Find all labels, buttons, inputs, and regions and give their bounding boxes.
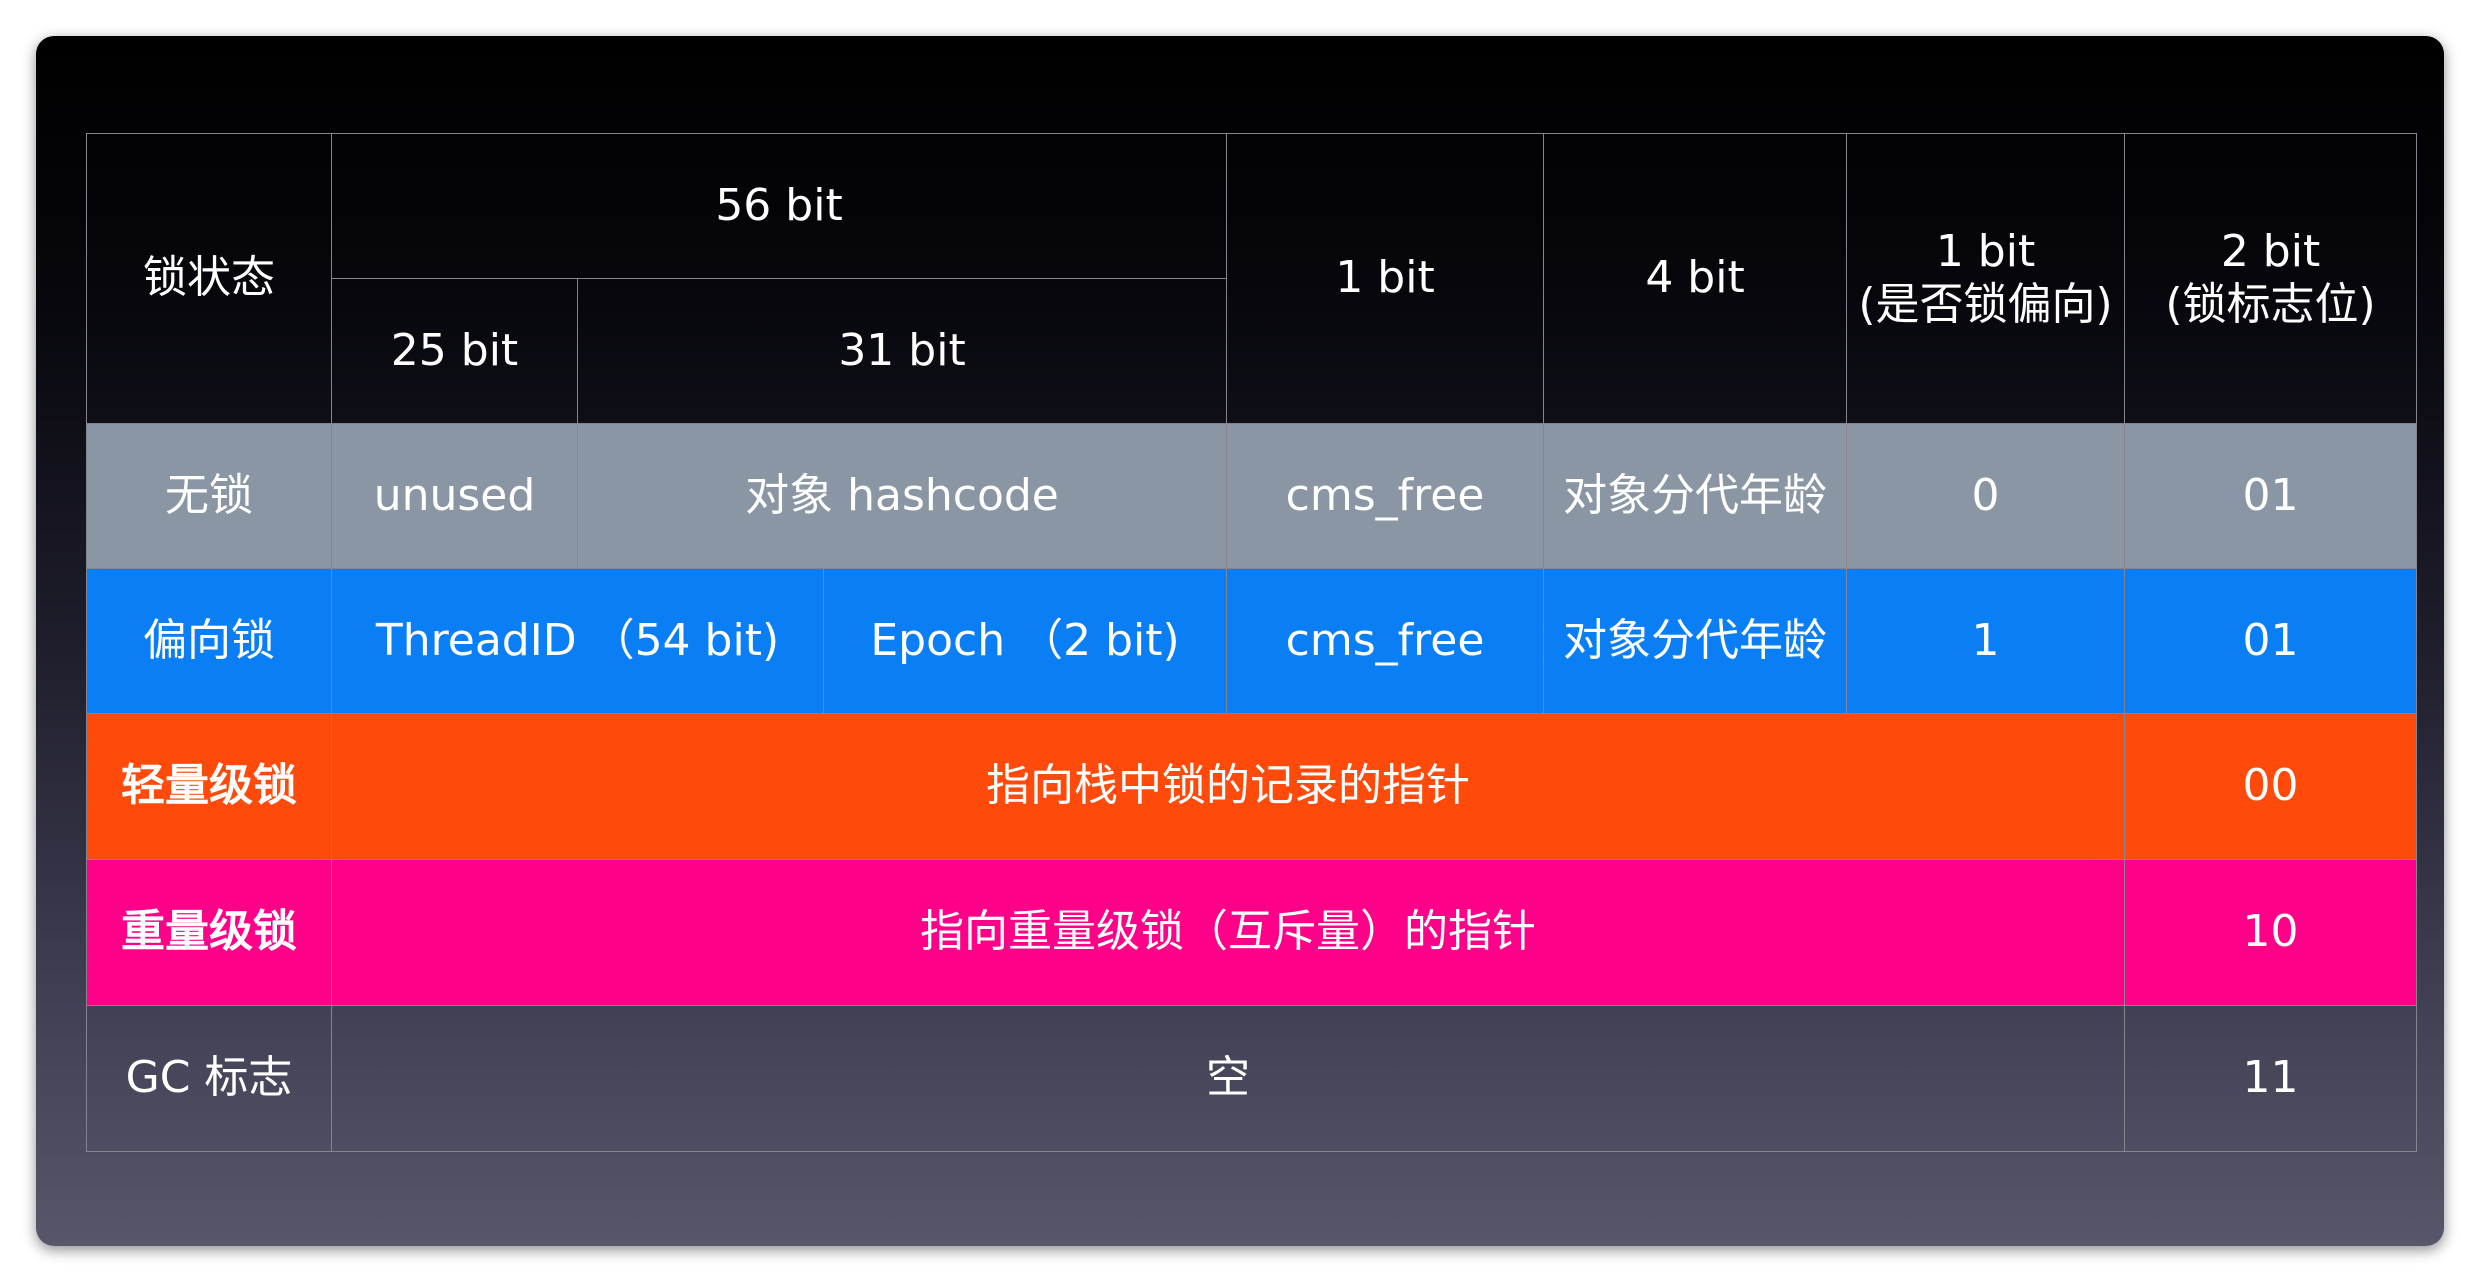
header-lock-state: 锁状态 — [86, 133, 332, 424]
biased-biased-flag: 1 — [1846, 568, 2126, 714]
header-4-bit: 4 bit — [1543, 133, 1848, 424]
unlocked-biased-flag: 0 — [1846, 423, 2126, 569]
gc-state: GC 标志 — [86, 1005, 332, 1152]
row-lightweight: 轻量级锁 指向栈中锁的记录的指针 00 — [86, 713, 2418, 860]
lightweight-content: 指向栈中锁的记录的指针 — [330, 713, 2126, 860]
header-biased-bit: 1 bit — [1935, 225, 2036, 277]
header-row-top: 锁状态 56 bit 1 bit 4 bit 1 bit (是否锁偏向) 2 b… — [86, 133, 2418, 424]
unlocked-hashcode: 对象 hashcode — [576, 423, 1228, 569]
header-biased-flag: 1 bit (是否锁偏向) — [1846, 133, 2126, 424]
header-flag-label: (锁标志位) — [2165, 278, 2376, 330]
unlocked-age: 对象分代年龄 — [1543, 423, 1848, 569]
biased-state: 偏向锁 — [86, 568, 332, 714]
row-unlocked: 无锁 unused 对象 hashcode cms_free 对象分代年龄 0 … — [86, 423, 2418, 569]
lightweight-lock-flag: 00 — [2124, 713, 2418, 860]
heavyweight-lock-flag: 10 — [2124, 859, 2418, 1006]
heavyweight-state: 重量级锁 — [86, 859, 332, 1006]
unlocked-lock-flag: 01 — [2124, 423, 2418, 569]
mark-word-table: 锁状态 56 bit 1 bit 4 bit 1 bit (是否锁偏向) 2 b… — [86, 133, 2418, 1152]
biased-age: 对象分代年龄 — [1543, 568, 1848, 714]
row-heavyweight: 重量级锁 指向重量级锁（互斥量）的指针 10 — [86, 859, 2418, 1006]
biased-thread-id: ThreadID （54 bit) — [331, 568, 824, 714]
header-biased-label: (是否锁偏向) — [1858, 278, 2113, 330]
gc-lock-flag: 11 — [2124, 1005, 2418, 1152]
biased-epoch: Epoch （2 bit) — [822, 568, 1228, 714]
heavyweight-content: 指向重量级锁（互斥量）的指针 — [330, 859, 2126, 1006]
header-56-bit: 56 bit — [330, 133, 1228, 279]
header-lock-flag: 2 bit (锁标志位) — [2124, 133, 2418, 424]
biased-lock-flag: 01 — [2124, 568, 2418, 714]
row-gc: GC 标志 空 11 — [86, 1005, 2418, 1152]
unlocked-state: 无锁 — [86, 423, 332, 569]
header-1-bit: 1 bit — [1226, 133, 1545, 424]
unlocked-cms-free: cms_free — [1226, 423, 1545, 569]
header-31-bit: 31 bit — [576, 278, 1228, 424]
gc-content: 空 — [330, 1005, 2126, 1152]
lightweight-state: 轻量级锁 — [86, 713, 332, 860]
header-25-bit: 25 bit — [331, 278, 578, 424]
unlocked-unused: unused — [331, 423, 578, 569]
row-biased: 偏向锁 ThreadID （54 bit) Epoch （2 bit) cms_… — [86, 568, 2418, 714]
slide: 锁状态 56 bit 1 bit 4 bit 1 bit (是否锁偏向) 2 b… — [36, 36, 2444, 1246]
header-flag-bit: 2 bit — [2220, 225, 2321, 277]
header-row-bottom: 25 bit 31 bit — [87, 278, 2417, 424]
biased-cms-free: cms_free — [1226, 568, 1545, 714]
